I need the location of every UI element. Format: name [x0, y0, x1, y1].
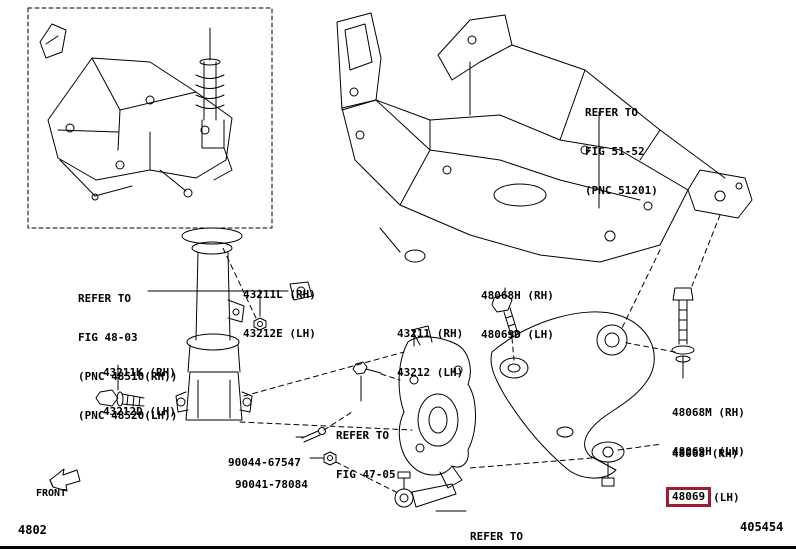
callout-suffix: (LH)	[713, 490, 740, 504]
leader-lines	[117, 111, 684, 512]
bottom-border-bar	[0, 546, 796, 549]
callout-line: 43211K (RH)	[103, 366, 176, 379]
callout-line: REFER TO	[78, 292, 131, 305]
callout-90044-67547: 90044-67547	[228, 430, 301, 495]
callout-line: (PNC 48520(LH))	[78, 409, 178, 422]
callout-48068H: 48068H (RH) 48069D (LH)	[481, 263, 554, 367]
callout-refer-fig-45-05: REFER TO FIG 45-05	[470, 504, 530, 549]
callout-43211K: 43211K (RH) 43212D (LH)	[103, 340, 176, 444]
highlight-box: 48069	[666, 487, 712, 507]
callout-line: 48068M (RH)	[672, 406, 745, 419]
illustration-code: 405454	[740, 520, 784, 534]
callout-line: 43212 (LH)	[397, 366, 464, 379]
callout-line: REFER TO	[470, 530, 523, 543]
knuckle-bolt-drawing	[352, 361, 382, 375]
crossmember-drawing	[336, 12, 753, 263]
callout-line: 48068H (RH)	[481, 289, 554, 302]
overview-thumbnail-drawing	[39, 23, 233, 201]
front-arrow-icon	[49, 468, 81, 492]
callout-48068-highlighted: 48068 (RH) 48069(LH)	[666, 421, 740, 533]
strut-drawing	[175, 227, 313, 421]
castle-nut-drawing	[323, 451, 337, 466]
cotter-pin-drawing	[301, 427, 326, 443]
callout-line: 90044-67547	[228, 456, 301, 469]
callout-line: REFER TO	[585, 106, 638, 119]
callout-line: 90041-78084	[235, 478, 308, 491]
callout-line: (PNC 48510(RH))	[78, 370, 178, 383]
callout-line: (PNC 51201)	[585, 184, 658, 197]
strut-bolt-drawing	[95, 389, 145, 407]
callout-line: 43211L (RH)	[243, 288, 316, 301]
callout-line: FIG 48-03	[78, 331, 138, 344]
assembly-dashed-lines	[221, 214, 721, 493]
callout-line: 43211 (RH)	[397, 327, 464, 340]
callout-line: 43212E (LH)	[243, 327, 316, 340]
arm-rear-bolt-drawing	[671, 287, 695, 363]
callout-refer-fig-47-05: REFER TO FIG 47-05	[336, 403, 396, 507]
callout-line: FIG 51-52	[585, 145, 645, 158]
figure-code: 4802	[18, 523, 47, 537]
callout-refer-fig-48-03: REFER TO FIG 48-03 (PNC 48510(RH)) (PNC …	[78, 266, 177, 448]
callout-line: 43212D (LH)	[103, 405, 176, 418]
callout-line: 48068 (RH)	[672, 447, 739, 460]
front-label: FRONT	[36, 488, 67, 499]
lower-arm-drawing	[490, 311, 655, 487]
callout-line: REFER TO	[336, 429, 389, 442]
callout-90041-78084: 90041-78084	[235, 452, 308, 517]
callout-line: 48069H (LH)	[672, 445, 745, 458]
tie-rod-end-drawing	[394, 471, 457, 508]
knuckle-drawing	[398, 325, 476, 489]
callout-line: FIG 47-05	[336, 468, 396, 481]
callout-43211: 43211 (RH) 43212 (LH)	[397, 301, 463, 405]
callout-line: 48069(LH)	[666, 487, 740, 507]
callout-43211L: 43211L (RH) 43212E (LH)	[243, 262, 316, 366]
callout-48068M: 48068M (RH) 48069H (LH)	[672, 380, 745, 484]
callout-line: 48069D (LH)	[481, 328, 554, 341]
strut-nut-drawing	[253, 317, 267, 331]
overview-dashed-box	[27, 7, 273, 229]
callout-refer-fig-51-52: REFER TO FIG 51-52 (PNC 51201)	[585, 80, 658, 223]
